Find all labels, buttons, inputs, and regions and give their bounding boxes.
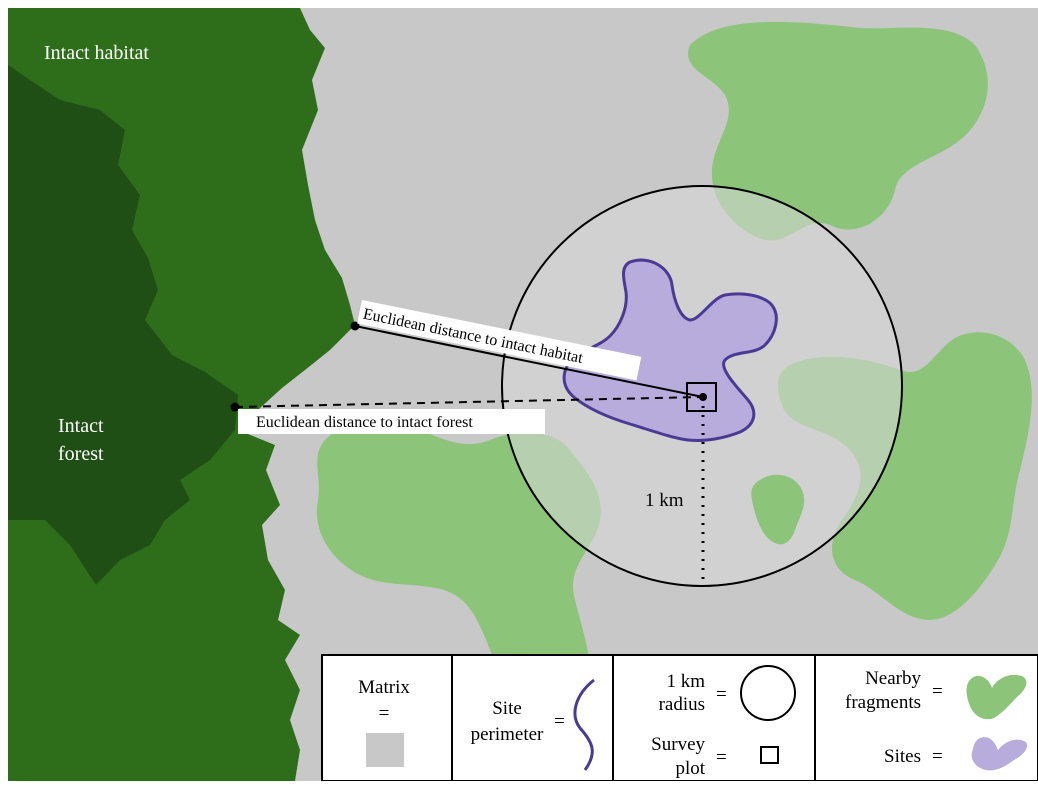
- forest-edge-point: [230, 402, 240, 412]
- legend-fragments-equals: =: [932, 681, 943, 702]
- fragment-bottom-left: [316, 420, 601, 709]
- legend-box: [321, 654, 1038, 782]
- legend: Matrix = Site perimeter = 1 km radius = …: [321, 654, 1038, 782]
- fragment-top-right: [688, 21, 988, 241]
- legend-radius-label-line1: 1 km: [666, 671, 705, 692]
- habitat-edge-point: [350, 321, 360, 331]
- legend-sites-swatch: [971, 737, 1028, 771]
- intact-forest-label-line2: forest: [58, 443, 104, 465]
- legend-site-equals: =: [554, 711, 565, 732]
- legend-site-label-line1: Site: [492, 698, 522, 719]
- legend-plot-label-line1: Survey: [651, 734, 705, 755]
- legend-fragments-label-line1: Nearby: [865, 668, 921, 689]
- legend-matrix-label: Matrix: [358, 677, 410, 698]
- legend-plot-equals: =: [716, 747, 727, 768]
- intact-forest-label-line1: Intact: [58, 415, 104, 437]
- legend-radius-swatch: [740, 665, 796, 721]
- legend-site-label-line2: perimeter: [471, 724, 544, 745]
- legend-radius-label-line2: radius: [659, 694, 705, 715]
- legend-sites-equals: =: [932, 746, 943, 767]
- fragment-small-inner: [751, 474, 805, 545]
- legend-fragments-label-line2: fragments: [845, 692, 921, 713]
- legend-plot-label-line2: plot: [675, 758, 705, 779]
- legend-sites-label: Sites: [884, 746, 921, 767]
- intact-forest-region: [8, 65, 238, 585]
- forest-distance-label: Euclidean distance to intact forest: [238, 409, 545, 434]
- legend-radius-equals: =: [716, 684, 727, 705]
- survey-plot-center: [699, 393, 707, 401]
- radius-label: 1 km: [645, 490, 684, 511]
- forest-distance-text: Euclidean distance to intact forest: [256, 414, 473, 431]
- legend-matrix-equals: =: [379, 703, 390, 724]
- survey-plot: [686, 382, 717, 412]
- legend-site-perimeter-swatch: [573, 678, 595, 771]
- legend-plot-swatch: [760, 746, 779, 764]
- legend-fragments-swatch: [966, 674, 1027, 720]
- intact-habitat-label: Intact habitat: [44, 42, 149, 64]
- legend-matrix-swatch: [366, 733, 404, 767]
- distance-line-habitat: [354, 325, 704, 398]
